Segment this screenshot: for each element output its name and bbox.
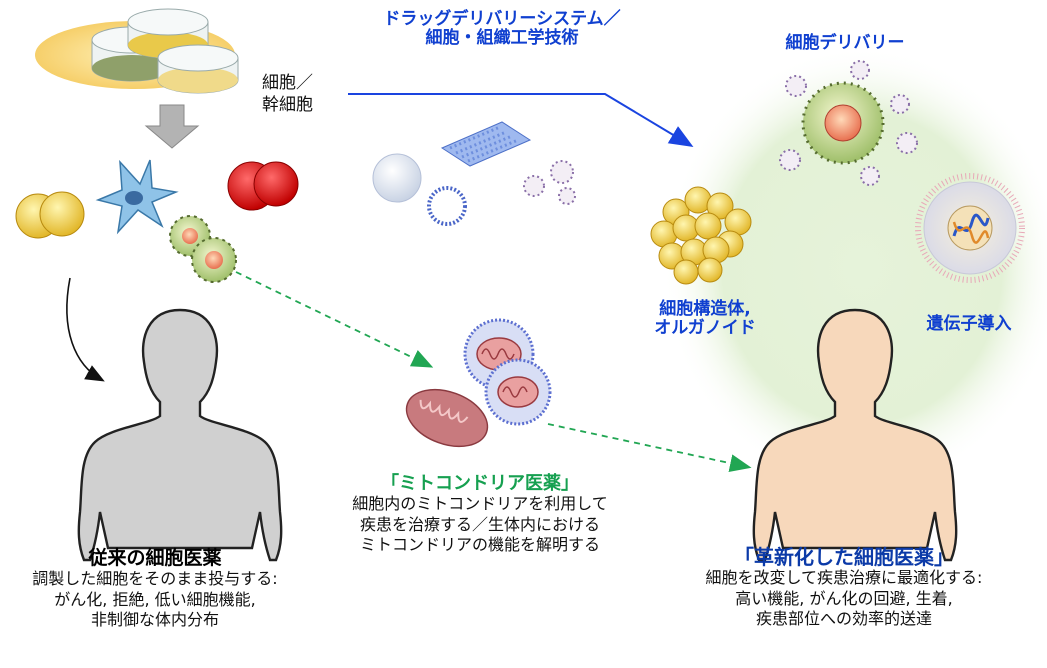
conventional-block: 従来の細胞医薬 調製した細胞をそのまま投与する: がん化, 拒絶, 低い細胞機能…: [10, 547, 300, 631]
dds-arrow: [348, 93, 694, 148]
conventional-desc-line: がん化, 拒絶, 低い細胞機能,: [54, 589, 256, 609]
human-body-gray: [77, 308, 283, 562]
innovative-block: 「革新化した細胞医薬」 細胞を改変して疾患治療に最適化する: 高い機能, がん化…: [664, 546, 1024, 630]
nanoparticle-ring: [427, 186, 467, 226]
innovative-desc-line: 疾患部位への効率的送達: [755, 609, 932, 629]
dendritic-cell: [95, 159, 179, 235]
cells-label: 細胞／ 幹細胞: [262, 72, 313, 116]
organoid-cluster: [650, 186, 752, 285]
petri-dishes: [35, 8, 239, 94]
conventional-desc-line: 調製した細胞をそのまま投与する:: [32, 569, 278, 589]
delivery-halo: [662, 46, 1047, 490]
organoid-label-line: オルガノイド: [654, 318, 756, 339]
mito-arrow-2: [547, 423, 752, 473]
mito-arrow-1: [235, 271, 434, 368]
yellow-cells: [15, 191, 85, 239]
gene-transfer-label: 遺伝子導入: [926, 314, 1012, 334]
delivery-cell: [779, 60, 918, 186]
conventional-title: 従来の細胞医薬: [88, 547, 222, 569]
dds-heading-line: 細胞・組織工学技術: [425, 28, 579, 49]
mitochondria: [405, 318, 552, 448]
liposome-sphere: [372, 153, 422, 203]
microneedle-patch: [440, 121, 532, 167]
dds-heading: ドラッグデリバリーシステム／ 細胞・組織工学技術: [352, 9, 652, 49]
innovative-desc-line: 細胞を改変して疾患治療に最適化する:: [705, 568, 983, 588]
gray-down-arrow: [144, 104, 200, 149]
mito-desc-line: ミトコンドリアの機能を解明する: [359, 535, 600, 555]
mito-desc-line: 疾患を治療する／生体内における: [359, 514, 600, 534]
gene-transfer-cell: [915, 173, 1025, 283]
cells-label-line: 細胞／: [262, 73, 313, 93]
innovative-title: 「革新化した細胞医薬」: [734, 545, 954, 569]
cell-delivery-label: 細胞デリバリー: [785, 33, 905, 53]
cells-label-line: 幹細胞: [262, 95, 313, 116]
organoid-label-line: 細胞構造体,: [659, 299, 751, 319]
organoid-label: 細胞構造体, オルガノイド: [635, 299, 775, 339]
mito-desc-line: 細胞内のミトコンドリアを利用して: [352, 494, 608, 514]
mito-title: 「ミトコンドリア医薬」: [381, 473, 579, 494]
mito-block: 「ミトコンドリア医薬」 細胞内のミトコンドリアを利用して 疾患を治療する／生体内…: [325, 473, 635, 556]
virus-particles-small: [523, 160, 576, 205]
red-blood-cells: [227, 161, 299, 211]
spiky-cells-left: [169, 215, 237, 283]
innovative-desc-line: 高い機能, がん化の回避, 生着,: [735, 588, 953, 608]
human-body-skin: [752, 308, 958, 562]
conventional-desc-line: 非制御な体内分布: [90, 610, 219, 630]
conventional-arrow: [66, 277, 105, 382]
dds-heading-line: ドラッグデリバリーシステム／: [383, 9, 621, 29]
